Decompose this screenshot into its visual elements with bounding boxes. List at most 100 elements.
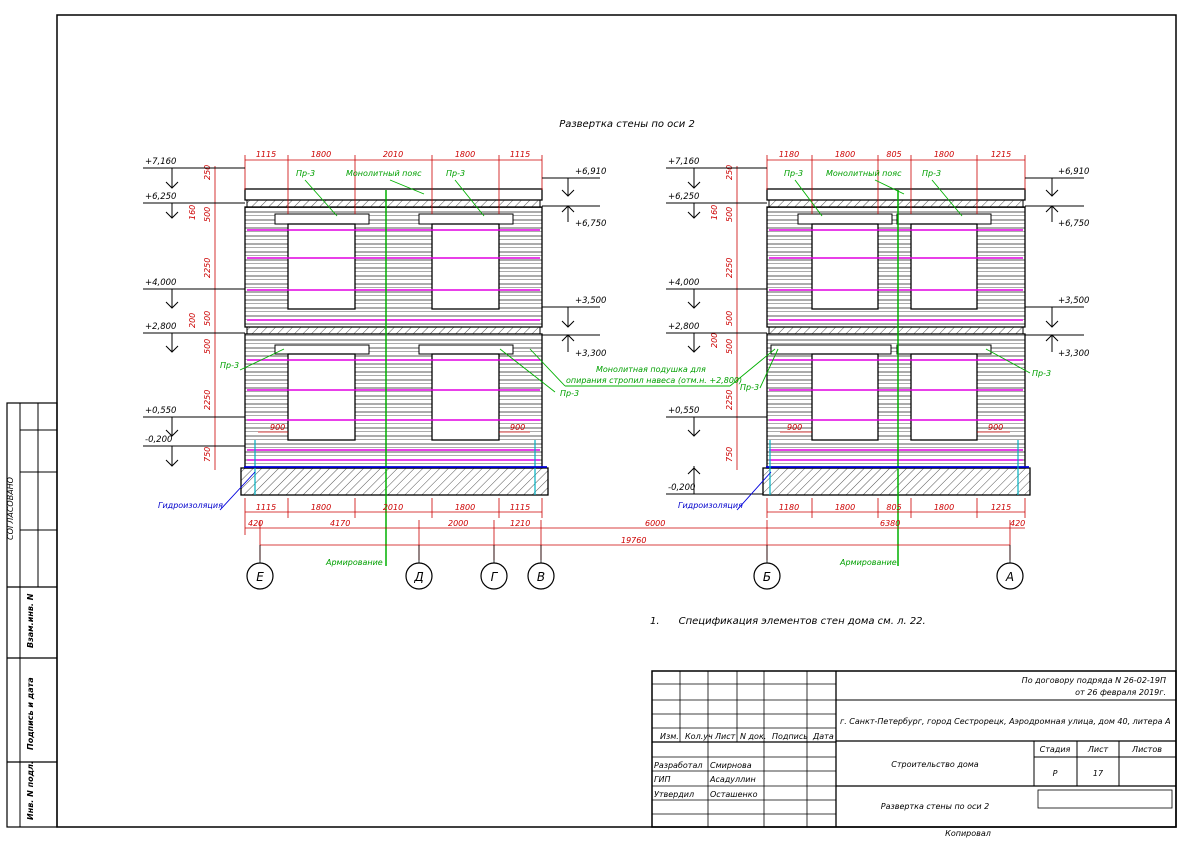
left-wall-top-dims: 1115 1800 2010 1800 1115 [256, 150, 530, 159]
svg-text:500: 500 [203, 339, 212, 354]
right-wall-labels: Пр-3 Монолитный пояс Пр-3 Пр-3 Пр-3 Гидр… [678, 169, 1051, 567]
svg-text:Лист: Лист [714, 732, 736, 741]
svg-text:Пр-3: Пр-3 [740, 383, 759, 392]
axis-V: В [537, 570, 545, 584]
svg-text:1800: 1800 [311, 503, 331, 512]
axis-B: Б [763, 570, 771, 584]
svg-text:160: 160 [710, 205, 719, 220]
contract-line1: По договору подряда N 26-02-19П [1022, 676, 1166, 685]
svg-text:2250: 2250 [203, 258, 212, 278]
svg-text:+6,250: +6,250 [668, 192, 699, 202]
svg-text:+3,500: +3,500 [575, 296, 606, 306]
svg-text:+6,750: +6,750 [575, 219, 606, 229]
sheet-number: 17 [1093, 769, 1104, 778]
title-block: По договору подряда N 26-02-19П от 26 фе… [651, 670, 1177, 838]
window-upper-1 [287, 223, 356, 310]
svg-text:6000: 6000 [645, 519, 665, 528]
svg-text:1800: 1800 [835, 150, 855, 159]
svg-text:2010: 2010 [383, 503, 403, 512]
address: г. Санкт-Петербург, город Сестрорецк, Аэ… [840, 717, 1171, 726]
svg-text:+6,910: +6,910 [1058, 167, 1089, 177]
svg-text:-0,200: -0,200 [145, 435, 172, 445]
svg-text:Монолитная подушка для: Монолитная подушка для [596, 365, 706, 374]
svg-text:Стадия: Стадия [1040, 745, 1071, 754]
project-name: Строительство дома [891, 760, 979, 769]
right-waterproof-label: Гидроизоляция [678, 501, 743, 510]
svg-text:1115: 1115 [256, 503, 276, 512]
left-reinf-label: Армирование [325, 558, 383, 567]
drawing-note: 1. Спецификация элементов стен дома см. … [650, 616, 926, 627]
window-upper-4 [910, 223, 978, 310]
svg-text:Смирнова: Смирнова [710, 761, 752, 770]
svg-text:900: 900 [787, 423, 802, 432]
svg-text:1800: 1800 [934, 503, 954, 512]
svg-text:1180: 1180 [779, 503, 799, 512]
svg-text:2250: 2250 [203, 390, 212, 410]
svg-text:Пр-3: Пр-3 [784, 169, 803, 178]
right-reinf-label: Армирование [839, 558, 897, 567]
window-lower-4 [910, 353, 978, 441]
svg-text:Пр-3: Пр-3 [296, 169, 315, 178]
svg-text:500: 500 [725, 339, 734, 354]
left-waterproof-label: Гидроизоляция [158, 501, 223, 510]
svg-text:1180: 1180 [779, 150, 799, 159]
svg-text:900: 900 [510, 423, 525, 432]
svg-text:+6,910: +6,910 [575, 167, 606, 177]
window-upper-3 [811, 223, 879, 310]
svg-text:1215: 1215 [991, 503, 1011, 512]
svg-text:805: 805 [886, 503, 901, 512]
svg-text:Копировал: Копировал [945, 829, 991, 838]
svg-text:Пр-3: Пр-3 [1032, 369, 1051, 378]
svg-text:Пр-3: Пр-3 [446, 169, 465, 178]
svg-text:Пр-3: Пр-3 [922, 169, 941, 178]
svg-text:900: 900 [270, 423, 285, 432]
svg-text:+7,160: +7,160 [668, 157, 699, 167]
svg-text:160: 160 [188, 205, 197, 220]
svg-text:+3,300: +3,300 [575, 349, 606, 359]
right-wall-vert-dims: 250 160 500 2250 200 500 500 2250 750 90… [710, 165, 1003, 462]
svg-text:Разработал: Разработал [654, 761, 702, 770]
left-wall-vert-dims: 250 160 500 2250 200 500 500 2250 750 90… [188, 165, 525, 462]
svg-text:1115: 1115 [510, 503, 530, 512]
svg-text:2250: 2250 [725, 258, 734, 278]
svg-text:1210: 1210 [510, 519, 530, 528]
contract-line2: от 26 февраля 2019г. [1075, 688, 1166, 697]
svg-text:Монолитный пояс: Монолитный пояс [346, 169, 422, 178]
svg-text:Лист: Лист [1087, 745, 1109, 754]
svg-text:+3,300: +3,300 [1058, 349, 1089, 359]
left-wall-elevations: +7,160 +6,250 +4,000 +2,800 +0,550 -0,20… [143, 157, 606, 467]
sign-date-label: Подпись и дата [26, 677, 35, 750]
sheet-title: Развертка стены по оси 2 [881, 802, 990, 811]
svg-text:200: 200 [710, 333, 719, 348]
svg-text:1215: 1215 [991, 150, 1011, 159]
svg-text:1800: 1800 [455, 503, 475, 512]
stage-value: Р [1053, 769, 1058, 778]
axis-D: Д [413, 570, 423, 584]
agreed-label: СОГЛАСОВАНО [6, 477, 15, 540]
svg-text:750: 750 [203, 447, 212, 462]
svg-text:+2,800: +2,800 [668, 322, 699, 332]
svg-text:+6,250: +6,250 [145, 192, 176, 202]
svg-text:500: 500 [725, 207, 734, 222]
left-margin-table: СОГЛАСОВАНО Взам.инв. N Подпись и дата И… [6, 402, 58, 828]
svg-text:1800: 1800 [934, 150, 954, 159]
svg-text:200: 200 [188, 313, 197, 328]
grid-axes: Е Д Г В Б А [246, 545, 1024, 590]
svg-text:500: 500 [203, 207, 212, 222]
right-wall-elevations: +7,160 +6,250 +4,000 +2,800 +0,550 -0,20… [666, 157, 1089, 495]
svg-text:+7,160: +7,160 [145, 157, 176, 167]
axis-G: Г [491, 570, 499, 584]
axis-A: А [1005, 570, 1014, 584]
svg-text:805: 805 [886, 150, 901, 159]
svg-text:Асадуллин: Асадуллин [709, 775, 756, 784]
svg-text:4170: 4170 [330, 519, 350, 528]
svg-text:Подпись: Подпись [772, 732, 808, 741]
svg-text:750: 750 [725, 447, 734, 462]
svg-text:Утвердил: Утвердил [654, 790, 694, 799]
svg-text:+4,000: +4,000 [145, 278, 176, 288]
svg-text:2010: 2010 [383, 150, 403, 159]
svg-text:N док.: N док. [740, 732, 766, 741]
right-wall-elevation [736, 155, 1031, 566]
svg-text:420: 420 [248, 519, 263, 528]
svg-text:420: 420 [1010, 519, 1025, 528]
